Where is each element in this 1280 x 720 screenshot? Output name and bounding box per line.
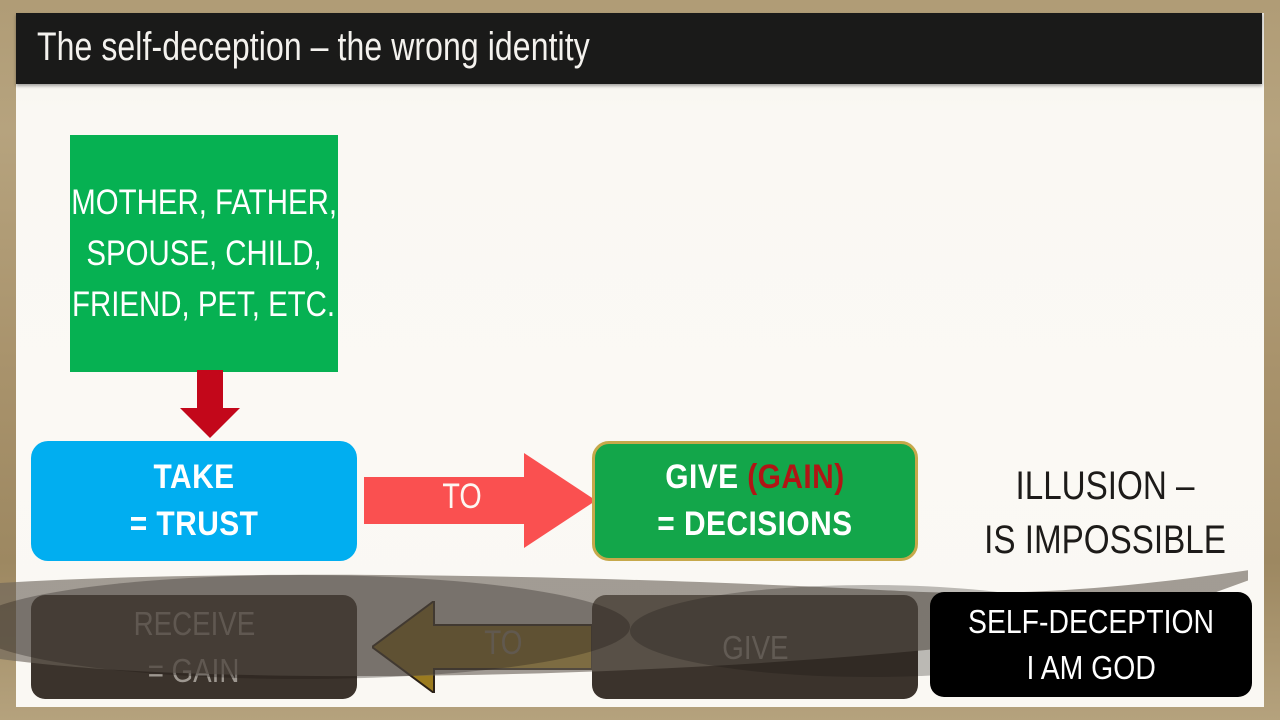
receive-gain-box: RECEIVE = GAIN [31,595,357,699]
receive-line-1: RECEIVE [133,605,255,642]
give-gain-line-2: = DECISIONS [657,505,853,543]
take-trust-box: TAKE = TRUST [31,441,357,561]
slide-title-bar: The self-deception – the wrong identity [16,13,1262,84]
illusion-line-1: ILLUSION – [1015,464,1195,508]
receive-line-2: = GAIN [148,652,240,689]
illusion-line-2: IS IMPOSSIBLE [984,518,1226,562]
red-right-arrow-icon [364,453,596,548]
self-deception-line-1: SELF-DECEPTION [967,602,1214,640]
give-gain-line-1: GIVE (GAIN) [665,454,844,501]
give-box: GIVE [592,595,918,699]
give-word: GIVE [665,458,748,496]
self-deception-line-2: I AM GOD [1026,648,1156,686]
take-line-2: = TRUST [129,505,259,543]
take-line-1: TAKE [153,458,235,496]
red-down-arrow-icon [180,370,240,438]
give-gain-decisions-box: GIVE (GAIN) = DECISIONS [592,441,918,561]
family-line-2: SPOUSE, CHILD, [86,234,322,273]
family-identity-box: MOTHER, FATHER, SPOUSE, CHILD, FRIEND, P… [70,135,338,372]
family-line-1: MOTHER, FATHER, [71,183,337,222]
page-title: The self-deception – the wrong identity [37,25,590,69]
gain-word: (GAIN) [747,458,845,496]
illusion-caption: ILLUSION – IS IMPOSSIBLE [955,459,1255,567]
give-box-line-1: GIVE [721,628,789,666]
family-line-3: FRIEND, PET, ETC. [72,285,336,324]
self-deception-box: SELF-DECEPTION I AM GOD [930,592,1252,697]
gold-left-arrow-icon [372,601,592,693]
